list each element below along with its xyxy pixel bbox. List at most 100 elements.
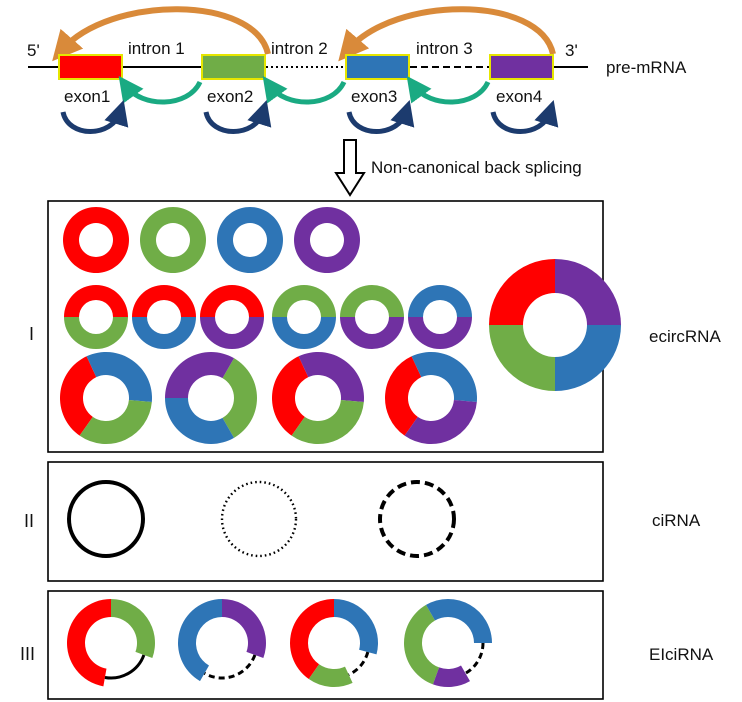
five-prime-label: 5' bbox=[27, 41, 40, 60]
ecirc-quad-exon2-segment bbox=[489, 325, 555, 391]
ecirc-single-exon1 bbox=[62, 207, 129, 274]
exon2-box bbox=[201, 54, 266, 80]
eici-4-exon3-segment bbox=[426, 599, 492, 643]
eici-1-intron-arc bbox=[104, 654, 146, 680]
exon3-label: exon3 bbox=[351, 87, 397, 106]
eici-3-exon2-segment bbox=[308, 664, 353, 687]
ecirc-single-exon4-exon4-segment bbox=[293, 207, 360, 273]
panel-i-numeral: I bbox=[29, 324, 34, 344]
ecirc-triple-exon1-exon3-exon4-exon4-segment bbox=[404, 400, 477, 444]
exon4-box bbox=[489, 54, 554, 80]
ecirc-triple-exon1-exon4-exon2-exon2-segment bbox=[291, 400, 364, 444]
eici-3-exon1-segment bbox=[290, 599, 334, 680]
back-splicing-arrow: Non-canonical back splicing bbox=[334, 139, 582, 197]
panel-iii-numeral: III bbox=[20, 644, 35, 664]
ecirc-triple-exon1-exon3-exon2 bbox=[60, 352, 152, 444]
eici-3-exon3-segment bbox=[334, 599, 378, 655]
panel-ii-name: ciRNA bbox=[652, 511, 701, 530]
ecirc-double-exon1-exon4-exon1-segment bbox=[200, 285, 264, 317]
teal-arc-2 bbox=[262, 75, 347, 105]
ecirc-double-exon1-exon3-exon1-segment bbox=[132, 285, 196, 317]
eici-1 bbox=[66, 599, 155, 687]
eici-2-exon3-segment bbox=[178, 599, 222, 682]
ecirc-double-exon3-exon4 bbox=[408, 285, 472, 349]
ecirc-single-exon4 bbox=[293, 207, 360, 273]
ecirc-single-exon1-exon1-segment bbox=[62, 207, 129, 274]
ecirc-triple-exon2-exon3-exon4-exon3-segment bbox=[165, 398, 234, 444]
exon1-label: exon1 bbox=[64, 87, 110, 106]
eicirna-rings bbox=[66, 599, 492, 687]
eici-3-intron-arc bbox=[348, 651, 370, 677]
intron-2-label: intron 2 bbox=[271, 39, 328, 58]
navy-arc-2 bbox=[203, 100, 272, 134]
ecirc-triple-exon1-exon3-exon4 bbox=[385, 352, 477, 444]
panel-ii-numeral: II bbox=[24, 511, 34, 531]
pre-mrna: 5' 3' pre-mRNA intron 1 intron 2 intron … bbox=[27, 6, 687, 134]
panel-ii-frame bbox=[47, 461, 604, 582]
ecirc-double-exon3-exon4-exon4-segment bbox=[408, 317, 472, 349]
ecirc-single-exon2 bbox=[139, 207, 206, 274]
intron-1-label: intron 1 bbox=[128, 39, 185, 58]
exon4-label: exon4 bbox=[496, 87, 542, 106]
ecirc-double-exon2-exon3 bbox=[272, 285, 336, 349]
ecirc-double-exon1-exon4 bbox=[200, 285, 264, 349]
eici-3 bbox=[290, 599, 378, 687]
ecirc-triple-exon2-exon3-exon4-exon4-segment bbox=[165, 352, 234, 398]
ecirc-quad-exon3-segment bbox=[555, 325, 621, 391]
ecirc-double-exon1-exon2 bbox=[64, 285, 128, 349]
ecirc-quad bbox=[489, 259, 621, 391]
ecirc-triple-exon1-exon4-exon2-exon4-segment bbox=[298, 352, 364, 403]
ecirc-double-exon1-exon4-exon4-segment bbox=[200, 317, 264, 349]
intron-3-label: intron 3 bbox=[416, 39, 473, 58]
down-arrow-icon bbox=[334, 139, 366, 197]
eici-2-intron-arc bbox=[203, 654, 257, 680]
cirna-intron-2 bbox=[220, 480, 298, 558]
eici-4 bbox=[404, 599, 492, 687]
backsplice-arc-left bbox=[52, 6, 271, 62]
ecirc-single-exon3 bbox=[216, 207, 283, 274]
ecirc-double-exon2-exon4 bbox=[340, 285, 404, 349]
ecirc-double-exon1-exon2-exon1-segment bbox=[64, 285, 128, 317]
ecirc-double-exon1-exon3-exon3-segment bbox=[132, 317, 196, 349]
eici-4-intron-arc bbox=[464, 642, 485, 675]
ecirc-quad-exon1-segment bbox=[489, 259, 555, 325]
eici-2-exon4-segment bbox=[222, 599, 266, 659]
navy-arc-4 bbox=[490, 100, 559, 134]
ecirc-triple-exon1-exon4-exon2-exon1-segment bbox=[272, 356, 309, 436]
panel-iii-frame bbox=[47, 590, 604, 700]
ecirc-triple-exon2-exon3-exon4-exon2-segment bbox=[222, 358, 257, 438]
three-prime-label: 3' bbox=[565, 41, 578, 60]
ecirc-triple-exon1-exon3-exon4-exon1-segment bbox=[385, 356, 422, 436]
eici-4-exon4-segment bbox=[432, 665, 470, 687]
exon1-box bbox=[58, 54, 123, 80]
ecirc-double-exon3-exon4-exon3-segment bbox=[408, 285, 472, 317]
eici-4-exon2-segment bbox=[404, 604, 440, 685]
panel-i-name: ecircRNA bbox=[649, 327, 721, 346]
cirna-intron-1 bbox=[67, 480, 145, 558]
ecirc-double-exon1-exon2-exon2-segment bbox=[64, 317, 128, 349]
ecirc-double-exon2-exon3-exon3-segment bbox=[272, 317, 336, 349]
ecirc-triple-exon1-exon3-exon2-exon1-segment bbox=[60, 356, 97, 436]
exon3-box bbox=[345, 54, 410, 80]
backsplice-arc-right bbox=[338, 6, 556, 62]
teal-arc-1 bbox=[118, 75, 203, 105]
ecirc-triple-exon2-exon3-exon4 bbox=[165, 352, 257, 444]
ecirc-triple-exon1-exon3-exon4-exon3-segment bbox=[411, 352, 477, 403]
ecirc-double-exon2-exon4-exon4-segment bbox=[340, 317, 404, 349]
cirna-intron-3 bbox=[378, 480, 456, 558]
ecirc-single-exon3-exon3-segment bbox=[216, 207, 283, 274]
ecirc-quad-exon4-segment bbox=[555, 259, 621, 325]
cirna-rings bbox=[67, 480, 456, 558]
ecirc-double-exon2-exon3-exon2-segment bbox=[272, 285, 336, 317]
teal-arc-3 bbox=[406, 75, 491, 105]
ecirc-triple-exon1-exon4-exon2 bbox=[272, 352, 364, 444]
eici-1-exon1-segment bbox=[66, 599, 111, 687]
arrow-label: Non-canonical back splicing bbox=[371, 158, 582, 177]
ecircrna-rings bbox=[60, 207, 621, 444]
eici-1-exon2-segment bbox=[111, 599, 155, 659]
ecirc-double-exon2-exon4-exon2-segment bbox=[340, 285, 404, 317]
pre-mrna-label: pre-mRNA bbox=[606, 58, 687, 77]
exon2-label: exon2 bbox=[207, 87, 253, 106]
ecirc-triple-exon1-exon3-exon2-exon3-segment bbox=[86, 352, 152, 403]
